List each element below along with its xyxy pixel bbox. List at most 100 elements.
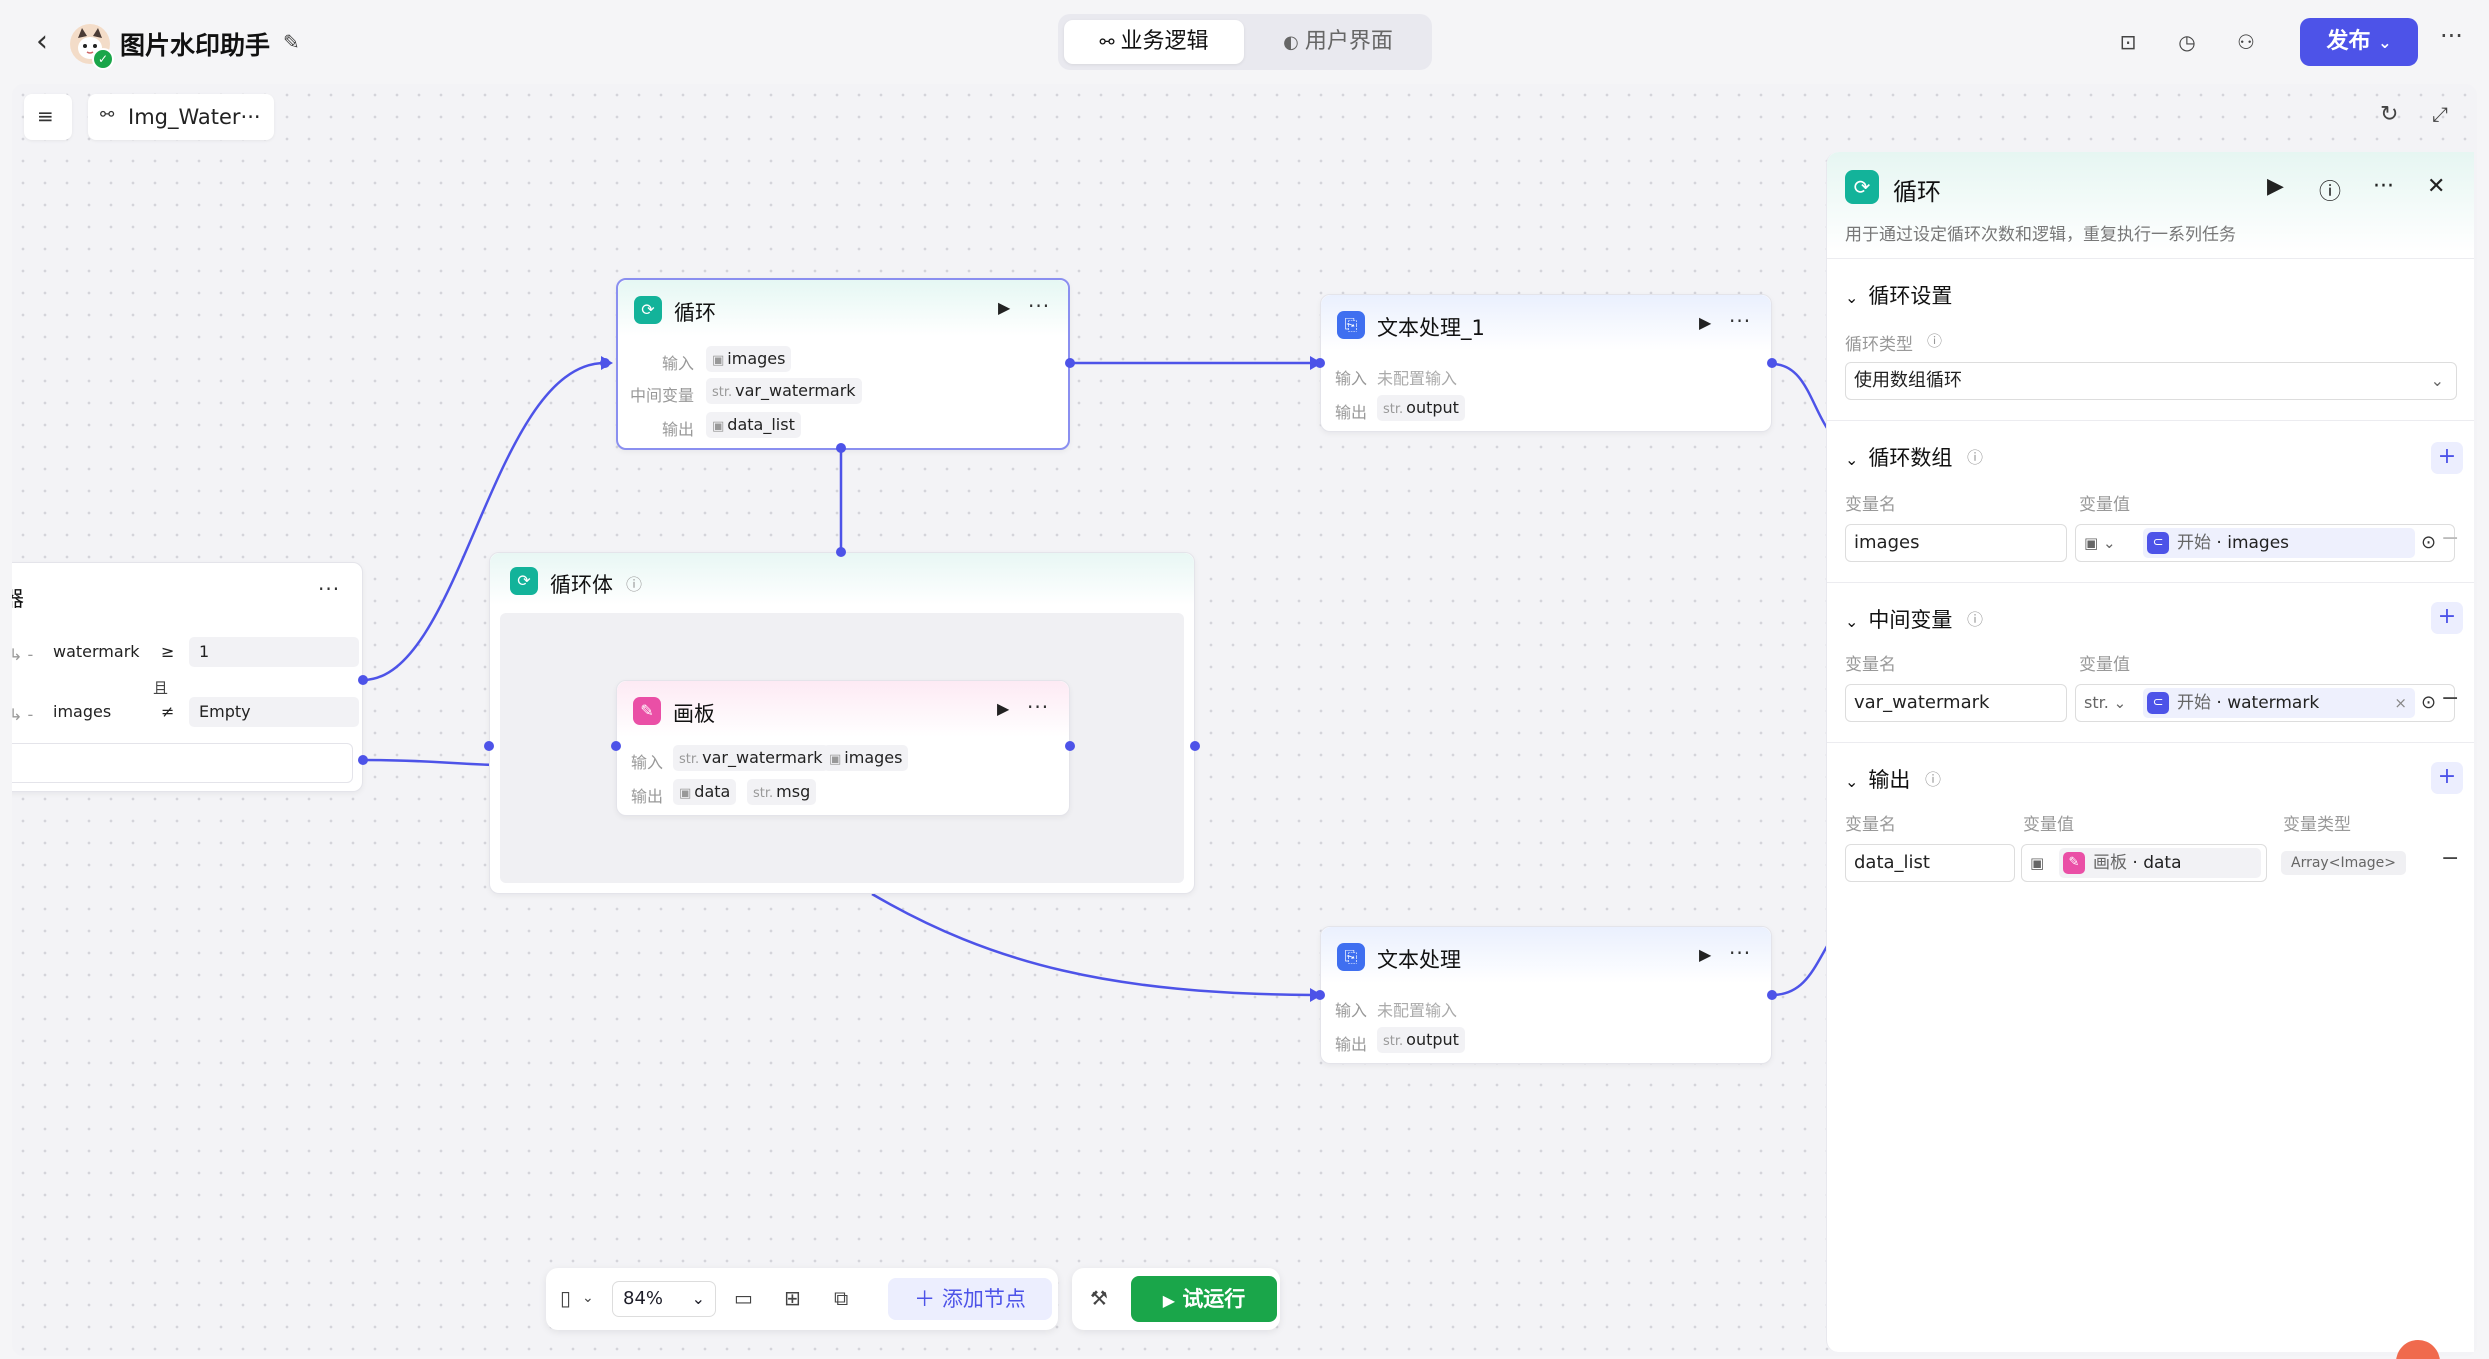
run-icon[interactable]: ▶: [998, 298, 1011, 317]
archive-icon[interactable]: ⊡: [2119, 30, 2137, 54]
layout-icon[interactable]: ⊞: [784, 1286, 801, 1310]
minimap-icon[interactable]: ⧉: [834, 1286, 849, 1310]
chevron-down-icon[interactable]: ⌄: [582, 1290, 594, 1306]
tab-user-interface[interactable]: ◐用户界面: [1283, 29, 1393, 54]
text1-output-tag: str.output: [1377, 395, 1465, 421]
more-icon[interactable]: ···: [1729, 309, 1752, 333]
port[interactable]: [611, 741, 621, 751]
section-loop-array[interactable]: ⌄循环数组: [1845, 446, 1953, 470]
more-icon[interactable]: ···: [1028, 294, 1051, 318]
remove-output-button[interactable]: −: [2441, 846, 2460, 871]
more-icon[interactable]: ···: [1027, 695, 1050, 719]
add-loop-array-button[interactable]: +: [2431, 442, 2463, 474]
condition-value[interactable]: Empty: [189, 697, 359, 727]
wrench-icon[interactable]: ⚒: [1090, 1286, 1108, 1310]
chevron-down-icon: ⌄: [2378, 33, 2392, 52]
chevron-down-icon: ⌄: [1845, 288, 1859, 307]
panel-description: 用于通过设定循环次数和逻辑，重复执行一系列任务: [1845, 225, 2236, 245]
text-process-1-node[interactable]: ⎘ 文本处理_1 ▶ ··· 输入 未配置输入 输出 str.output: [1320, 294, 1772, 432]
remove-loop-array-button[interactable]: −: [2441, 526, 2460, 551]
info-icon[interactable]: ⓘ: [1925, 770, 1942, 789]
add-intermediate-var-button[interactable]: +: [2431, 602, 2463, 634]
run-icon[interactable]: ▶: [1699, 945, 1712, 964]
port[interactable]: [836, 547, 846, 557]
add-node-button[interactable]: ＋ 添加节点: [888, 1278, 1052, 1320]
run-icon[interactable]: ▶: [2267, 174, 2284, 199]
test-run-button[interactable]: ▶ 试运行: [1131, 1276, 1277, 1322]
port[interactable]: [1065, 358, 1075, 368]
plus-icon: ＋: [914, 1287, 936, 1311]
intermediate-var-ref[interactable]: ⊂开始 · watermark ×: [2143, 688, 2415, 718]
condition-var[interactable]: watermark: [53, 642, 140, 661]
wire-condition-to-loop: [362, 361, 606, 682]
port[interactable]: [1767, 358, 1777, 368]
loop-node[interactable]: ⟳ 循环 ▶ ··· 输入 ▣images 中间变量 str.var_water…: [616, 278, 1070, 450]
condition-operator[interactable]: ≥: [161, 642, 175, 661]
canvas-draw-node[interactable]: ✎ 画板 ▶ ··· 输入 str.var_watermark ▣images …: [616, 680, 1070, 816]
condition-value[interactable]: 1: [189, 637, 359, 667]
mouse-icon[interactable]: ▯: [560, 1286, 572, 1310]
condition-node[interactable]: 器 ··· ↳ - watermark ≥ 1 且 ↳ - images ≠ E…: [12, 562, 363, 792]
add-output-button[interactable]: +: [2431, 762, 2463, 794]
variable-picker-icon[interactable]: ⊙: [2421, 532, 2437, 553]
condition-var[interactable]: images: [53, 702, 112, 721]
canvas-input-tag: ▣images: [823, 745, 909, 771]
tab-business-logic[interactable]: ⚯业务逻辑: [1064, 20, 1244, 64]
intermediate-var-name-input[interactable]: var_watermark: [1845, 684, 2067, 722]
port[interactable]: [1767, 990, 1777, 1000]
refresh-icon[interactable]: ↻: [2380, 102, 2399, 127]
section-output[interactable]: ⌄输出: [1845, 768, 1911, 792]
more-icon[interactable]: ···: [1729, 941, 1752, 965]
info-icon[interactable]: ⓘ: [626, 575, 643, 594]
start-node-icon: ⊂: [2147, 692, 2169, 714]
section-loop-settings[interactable]: ⌄循环设置: [1845, 284, 1953, 308]
condition-joiner[interactable]: 且: [153, 679, 169, 697]
condition-operator[interactable]: ≠: [161, 702, 175, 721]
port[interactable]: [1065, 741, 1075, 751]
output-ref[interactable]: ✎画板 · data: [2059, 848, 2261, 878]
fullscreen-icon[interactable]: ⤢: [2432, 102, 2448, 126]
variable-picker-icon[interactable]: ⊙: [2421, 692, 2437, 713]
info-icon[interactable]: ⓘ: [1967, 448, 1984, 467]
port[interactable]: [836, 443, 846, 453]
loop-type-select[interactable]: 使用数组循环 ⌄: [1845, 362, 2457, 400]
sidebar-toggle-button[interactable]: ≡: [24, 94, 72, 140]
port[interactable]: [358, 755, 368, 765]
verified-check-icon: ✓: [92, 48, 114, 70]
history-icon[interactable]: ◷: [2178, 30, 2196, 54]
port[interactable]: [484, 741, 494, 751]
loop-output-tag: ▣data_list: [706, 412, 801, 438]
port[interactable]: [600, 358, 610, 368]
comment-icon[interactable]: ▭: [734, 1286, 753, 1310]
publish-button[interactable]: 发布 ⌄: [2300, 18, 2418, 66]
loop-array-name-input[interactable]: images: [1845, 524, 2067, 562]
close-icon[interactable]: ✕: [2427, 174, 2446, 199]
info-icon[interactable]: ⓘ: [1927, 332, 1943, 350]
loop-array-ref[interactable]: ⊂开始 · images: [2143, 528, 2415, 558]
run-icon[interactable]: ▶: [1699, 313, 1712, 332]
clear-icon[interactable]: ×: [2394, 694, 2407, 712]
run-icon[interactable]: ▶: [997, 699, 1010, 718]
assistant-bubble[interactable]: [2396, 1340, 2440, 1359]
zoom-select[interactable]: 84% ⌄: [612, 1281, 716, 1317]
port[interactable]: [1315, 990, 1325, 1000]
more-icon[interactable]: ···: [318, 577, 341, 601]
back-icon[interactable]: ‹: [36, 24, 48, 59]
chevron-down-icon: ⌄: [1845, 772, 1859, 791]
port[interactable]: [358, 675, 368, 685]
else-branch[interactable]: [12, 743, 353, 783]
text-process-node[interactable]: ⎘ 文本处理 ▶ ··· 输入 未配置输入 输出 str.output: [1320, 926, 1772, 1064]
help-icon[interactable]: ⓘ: [2319, 180, 2342, 205]
remove-intermediate-var-button[interactable]: −: [2441, 686, 2460, 711]
more-icon[interactable]: ···: [2373, 174, 2394, 199]
section-intermediate-vars[interactable]: ⌄中间变量: [1845, 608, 1953, 632]
edit-icon[interactable]: ✎: [283, 30, 300, 54]
info-icon[interactable]: ⓘ: [1967, 610, 1984, 629]
output-name-input[interactable]: data_list: [1845, 844, 2015, 882]
chevron-down-icon: ⌄: [2430, 371, 2444, 390]
port[interactable]: [1315, 358, 1325, 368]
port[interactable]: [1190, 741, 1200, 751]
workflow-name-chip[interactable]: ⚯ Img_Water···: [88, 94, 274, 140]
collaborators-icon[interactable]: ⚇: [2237, 30, 2255, 54]
more-icon[interactable]: ···: [2440, 22, 2463, 50]
